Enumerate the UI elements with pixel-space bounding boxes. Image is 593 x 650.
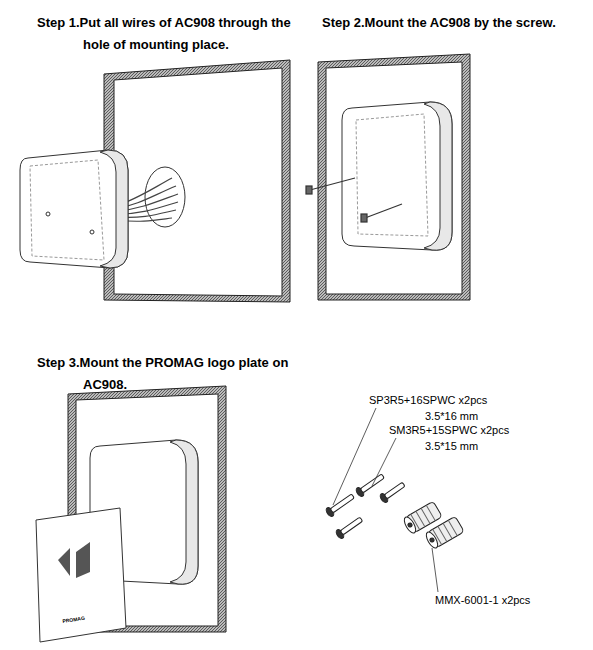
dimension-label: 3.5*15 mm <box>424 440 479 453</box>
logo-plate <box>36 508 126 642</box>
step-instruction: Step 1.Put all wires of AC908 through th… <box>83 12 315 56</box>
part-label: SP3R5+16SPWC x2pcs <box>368 394 488 407</box>
ac908-reader <box>20 150 128 268</box>
part-label: SM3R5+15SPWC x2pcs <box>388 424 510 437</box>
screws <box>306 178 402 222</box>
ac908-reader <box>342 102 452 250</box>
wall <box>104 60 290 302</box>
screw-parts <box>325 472 407 540</box>
wall <box>318 54 470 300</box>
dimension-label: 3.5*16 mm <box>424 410 479 423</box>
wall-anchors <box>402 501 464 550</box>
step-instruction: Step 3.Mount the PROMAG logo plate on AC… <box>83 352 295 396</box>
part-label: MMX-6001-1 x2pcs <box>434 594 531 607</box>
step-instruction: Step 2.Mount the AC908 by the screw. <box>322 12 556 34</box>
